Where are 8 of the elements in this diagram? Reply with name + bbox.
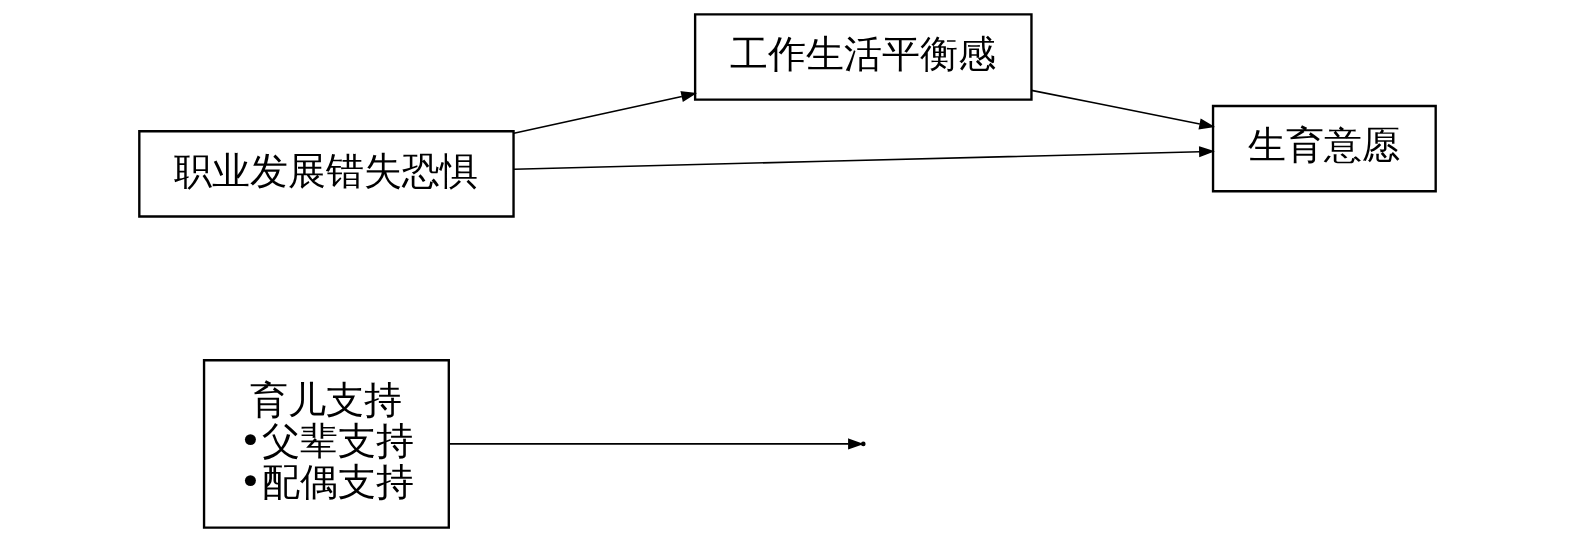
- node-box: 育儿支持 •父辈支持 •配偶支持: [202, 359, 450, 529]
- node-box: 工作生活平衡感: [693, 13, 1033, 101]
- arrow: [513, 91, 698, 134]
- node-box: 生育意愿: [1211, 104, 1437, 193]
- arrow: [513, 146, 1215, 170]
- node-box: 职业发展错失恐惧: [138, 130, 515, 218]
- arrow: [448, 438, 864, 450]
- arrow: [1030, 89, 1216, 130]
